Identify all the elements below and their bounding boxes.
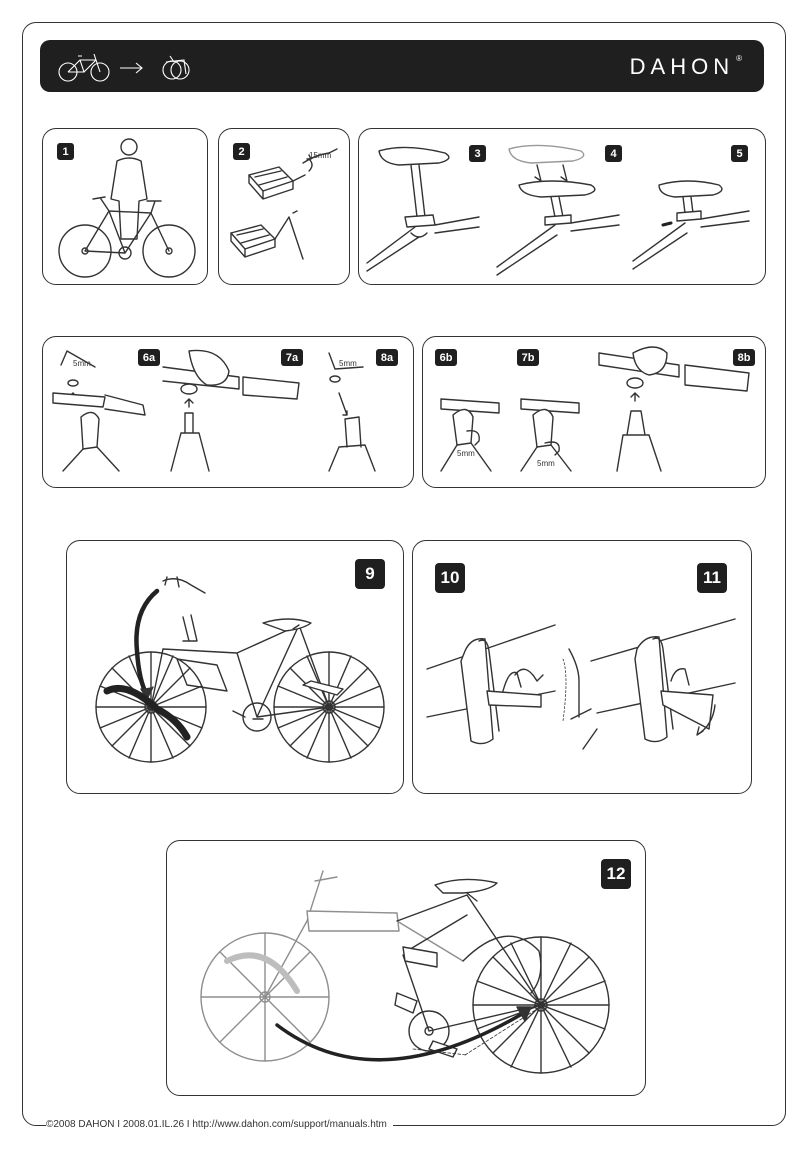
step-badge-3: 3 [469,145,486,162]
panel-steps-6b-8b: 6b 7b 8b 5mm 5mm [422,336,766,488]
person-with-bike-illustration [58,138,196,278]
step-badge-7a: 7a [281,349,303,366]
step-badge-12: 12 [601,859,631,889]
step-badge-2: 2 [233,143,250,160]
hex-key-size-label-8a: 5mm [339,359,357,368]
pedal-installation-illustration [230,148,338,260]
step-badge-11: 11 [697,563,727,593]
step-badge-6a: 6a [138,349,160,366]
brand-logo: DAHON® [629,54,742,79]
step-badge-7b: 7b [517,349,539,366]
step-badge-1: 1 [57,143,74,160]
header-bar: DAHON® [40,40,764,92]
step-badge-8b: 8b [733,349,755,366]
frame-hinge-illustration [426,618,736,750]
step-badge-10: 10 [435,563,465,593]
page-frame [22,22,786,1126]
panel-step-2: 2 15mm [218,128,350,285]
hex-key-size-label-6a: 5mm [73,359,91,368]
step-badge-4: 4 [605,145,622,162]
panel-steps-6a-8a: 6a 7a 8a 5mm 5mm [42,336,414,488]
hex-key-size-label-6b: 5mm [457,449,475,458]
handlepost-illustration [52,349,376,472]
step-badge-9: 9 [355,559,385,589]
panel-steps-10-11: 10 11 [412,540,752,794]
fold-bike-illustration [200,870,610,1074]
hex-key-size-label-7b: 5mm [537,459,555,468]
bike-to-folded-icon [58,53,190,82]
quick-release-handlepost-illustration [440,346,750,472]
step-badge-8a: 8a [376,349,398,366]
panel-step-9: 9 [66,540,404,794]
panel-step-12: 12 [166,840,646,1096]
panel-steps-3-5: 3 4 5 [358,128,766,285]
panel-step-1: 1 [42,128,208,285]
handlebar-fold-illustration [95,576,385,763]
seatpost-illustration [366,144,750,276]
step-badge-6b: 6b [435,349,457,366]
step-badge-5: 5 [731,145,748,162]
footer-copyright: ©2008 DAHON I 2008.01.IL.26 I http://www… [46,1119,393,1130]
